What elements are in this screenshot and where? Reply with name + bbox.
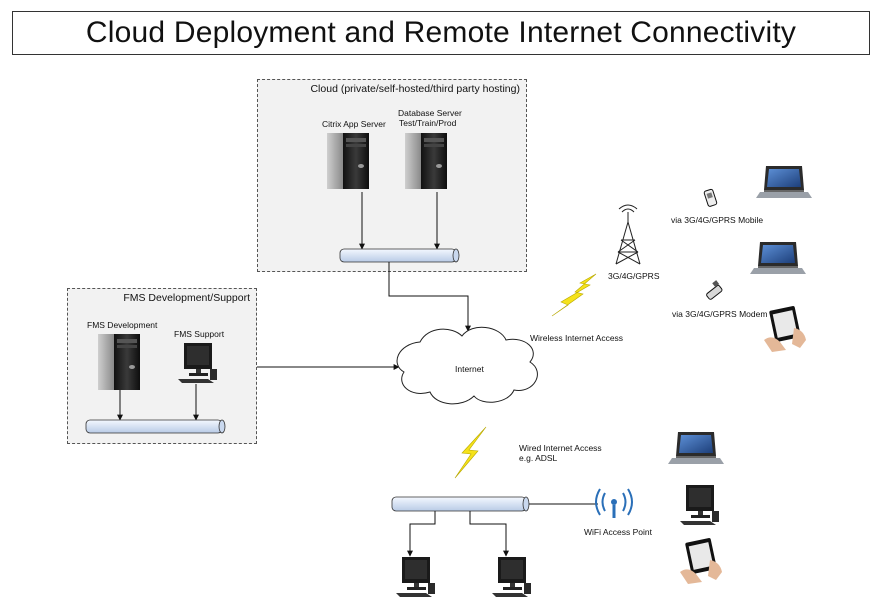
cloud-zone-label: Cloud (private/self-hosted/third party h…: [310, 83, 520, 95]
wired-access-label-line1: Wired Internet Access: [519, 443, 602, 453]
wireless-lightning-icon: [551, 273, 597, 317]
database-server-label-line2: Test/Train/Prod: [399, 118, 457, 128]
internet-label: Internet: [455, 364, 484, 374]
database-server-label-line1: Database Server: [398, 108, 462, 118]
wifi-access-point-label: WiFi Access Point: [584, 527, 653, 537]
mobile-tablet-icon: [764, 305, 806, 352]
wired-desktop-icon: [396, 557, 435, 597]
wired-lightning-icon: [454, 426, 487, 479]
database-server-icon: [405, 133, 447, 189]
wired-tablet-icon: [680, 537, 722, 584]
fms-zone-label: FMS Development/Support: [123, 292, 250, 304]
fms-network-bus: [85, 419, 226, 434]
cloud-zone: Cloud (private/self-hosted/third party h…: [257, 79, 527, 272]
tower-label: 3G/4G/GPRS: [608, 271, 660, 281]
fms-support-label: FMS Support: [174, 329, 225, 339]
wifi-icon: [595, 488, 633, 518]
cloud-network-bus: [339, 248, 460, 263]
usb-modem-icon: [706, 280, 723, 300]
wired-desktop-icon: [492, 557, 531, 597]
wired-laptop-icon: [668, 432, 724, 464]
fms-development-label: FMS Development: [87, 320, 158, 330]
mobile-laptop-icon: [756, 166, 812, 198]
phone-icon: [703, 188, 718, 207]
wired-side-desktop-icon: [680, 485, 719, 525]
wired-access-label-line2: e.g. ADSL: [519, 453, 558, 463]
citrix-app-server-label: Citrix App Server: [322, 119, 386, 129]
internet-cloud-icon: [396, 326, 538, 405]
fms-support-desktop-icon: [178, 343, 217, 383]
wired-network-bus: [391, 496, 530, 512]
tower-icon: [615, 204, 641, 265]
mobile-access-label: via 3G/4G/GPRS Mobile: [671, 215, 764, 225]
modem-laptop-icon: [750, 242, 806, 274]
modem-access-label: via 3G/4G/GPRS Modem: [672, 309, 768, 319]
page-title: Cloud Deployment and Remote Internet Con…: [12, 11, 870, 55]
citrix-app-server-icon: [327, 133, 369, 189]
fms-development-server-icon: [98, 334, 140, 390]
wireless-access-label: Wireless Internet Access: [530, 333, 624, 343]
fms-zone: FMS Development/Support: [67, 288, 257, 444]
